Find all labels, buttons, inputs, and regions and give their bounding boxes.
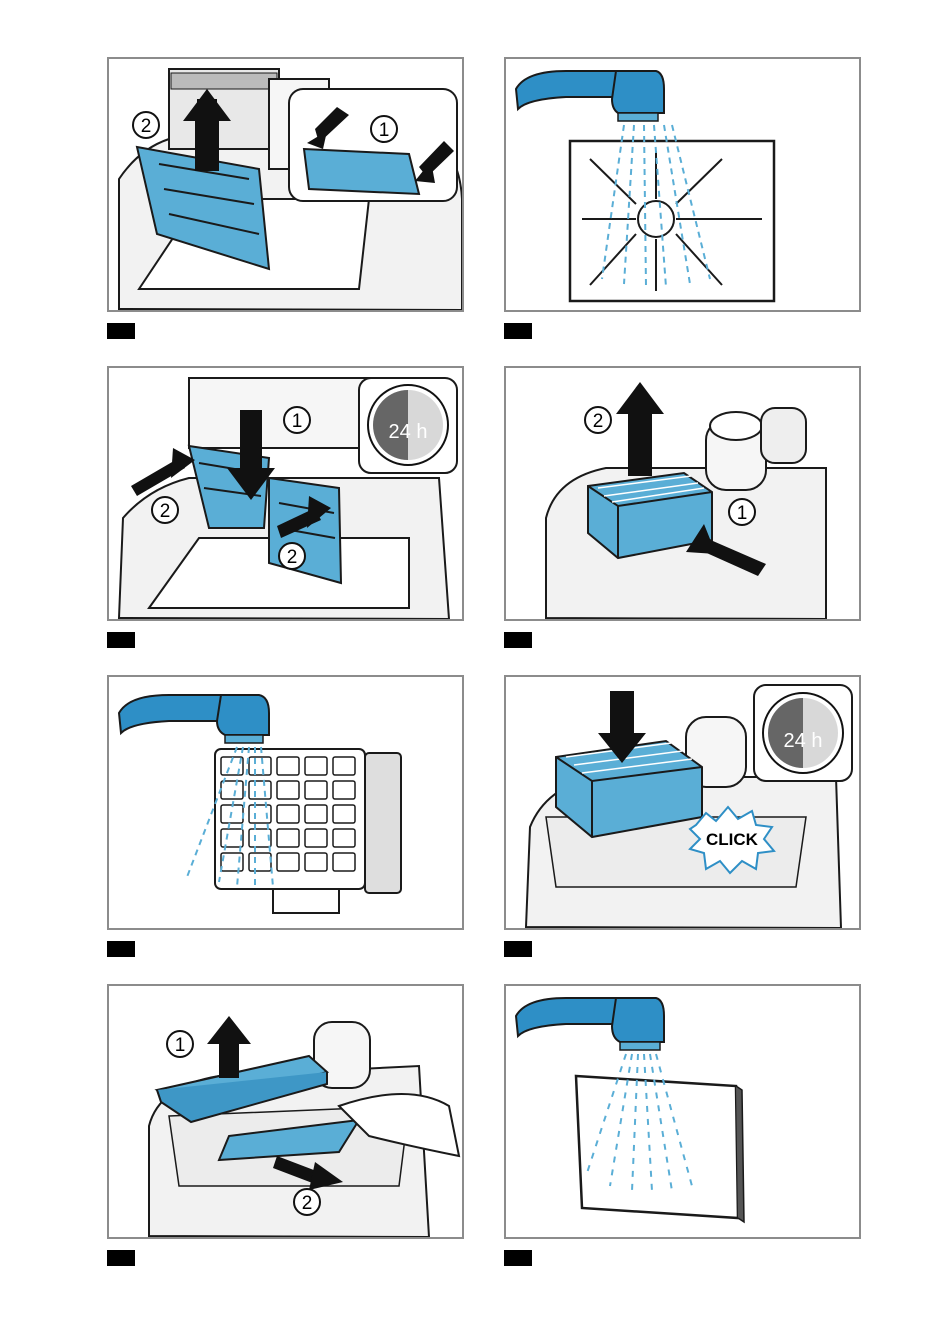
- figure-panel-5: [107, 675, 464, 930]
- illustration-rinse-filter-pad: [506, 986, 859, 1237]
- figure-panel-1: 2 1: [107, 57, 464, 312]
- figure-number-tag-6: [504, 941, 532, 957]
- callout-1: 1: [167, 1031, 193, 1057]
- figure-number-tag-8: [504, 1250, 532, 1266]
- svg-text:1: 1: [292, 411, 303, 432]
- illustration-reinsert-exhaust-filter: 24 h CLICK: [506, 677, 859, 928]
- figure-panel-2: [504, 57, 861, 312]
- figure-panel-7: 1 2: [107, 984, 464, 1239]
- water-tap-icon: [516, 71, 664, 121]
- callout-2: 2: [294, 1189, 320, 1215]
- illustration-insert-motor-filter: 24 h 1 2 2: [109, 368, 462, 619]
- svg-text:2: 2: [287, 547, 298, 568]
- figure-number-tag-7: [107, 1250, 135, 1266]
- svg-text:2: 2: [141, 116, 152, 137]
- svg-text:1: 1: [737, 503, 748, 524]
- illustration-rinse-exhaust-filter: [109, 677, 462, 928]
- timer-24h-icon: 24 h: [359, 378, 457, 473]
- water-tap-icon: [516, 998, 664, 1050]
- figure-panel-6: 24 h CLICK: [504, 675, 861, 930]
- figure-panel-8: [504, 984, 861, 1239]
- water-tap-icon: [119, 695, 269, 743]
- illustration-remove-exhaust-filter: 2 1: [506, 368, 859, 619]
- figure-number-tag-1: [107, 323, 135, 339]
- callout-1: 1: [729, 499, 755, 525]
- figure-number-tag-2: [504, 323, 532, 339]
- timer-24h-icon: 24 h: [754, 685, 852, 781]
- callout-2: 2: [585, 407, 611, 433]
- figure-panel-3: 24 h 1 2 2: [107, 366, 464, 621]
- svg-text:1: 1: [379, 120, 390, 141]
- callout-1: 1: [284, 407, 310, 433]
- motor-filter-frame: [570, 141, 774, 301]
- up-arrow-icon: [207, 1016, 251, 1044]
- svg-text:2: 2: [593, 411, 604, 432]
- figure-number-tag-3: [107, 632, 135, 648]
- figure-panel-4: 2 1: [504, 366, 861, 621]
- illustration-rinse-motor-filter: [506, 59, 859, 310]
- illustration-remove-motor-filter: 2 1: [109, 59, 462, 310]
- figure-number-tag-4: [504, 632, 532, 648]
- callout-1: 1: [371, 116, 397, 142]
- callout-2: 2: [279, 543, 305, 569]
- svg-text:24 h: 24 h: [389, 421, 428, 443]
- figure-number-tag-5: [107, 941, 135, 957]
- svg-text:1: 1: [175, 1035, 186, 1056]
- svg-text:2: 2: [160, 501, 171, 522]
- callout-2: 2: [152, 497, 178, 523]
- svg-text:CLICK: CLICK: [706, 830, 759, 849]
- illustration-remove-exhaust-filter-pad: 1 2: [109, 986, 462, 1237]
- callout-2: 2: [133, 112, 159, 138]
- svg-text:24 h: 24 h: [784, 730, 823, 752]
- svg-text:2: 2: [302, 1193, 313, 1214]
- up-arrow-icon: [616, 382, 664, 414]
